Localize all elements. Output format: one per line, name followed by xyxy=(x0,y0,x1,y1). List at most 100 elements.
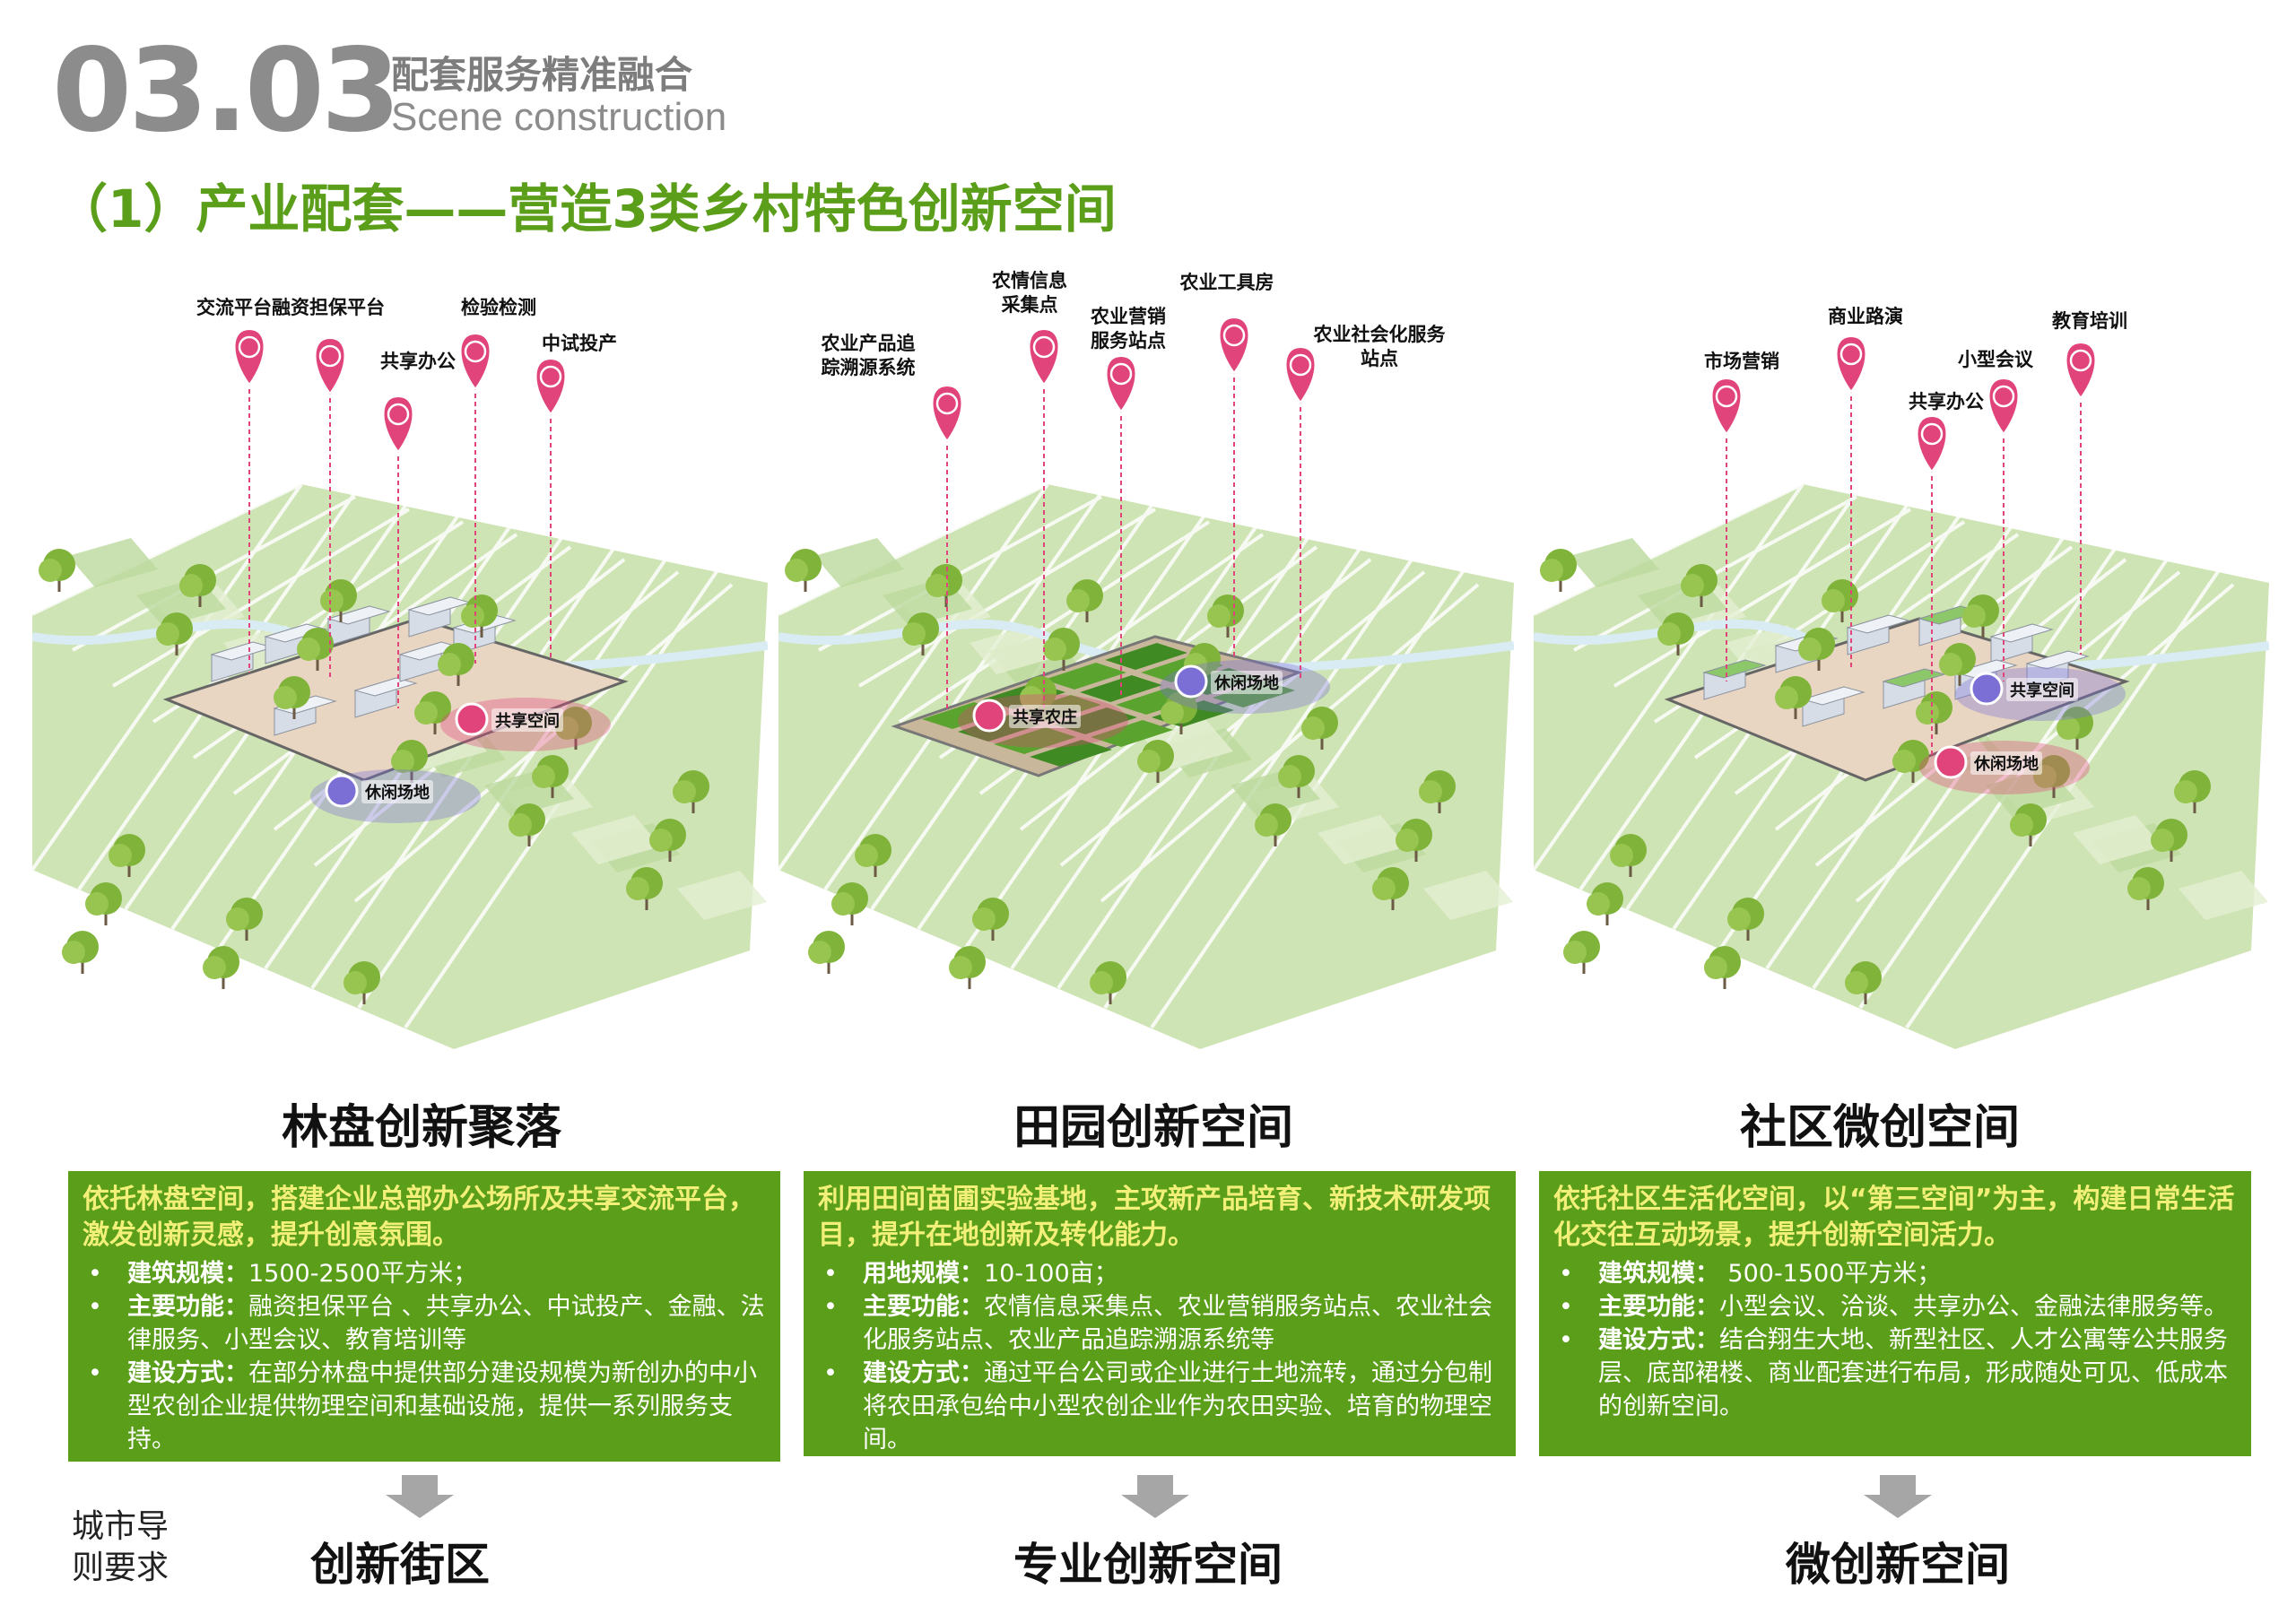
bullet-key: 建设方式 xyxy=(863,1359,960,1387)
atom-icon xyxy=(314,336,346,677)
briefcase-icon xyxy=(382,395,414,708)
description-box-linpan: 依托林盘空间，搭建企业总部办公场所及共享交流平台，激发创新灵感，提升创意氛围。 … xyxy=(68,1171,780,1462)
bullet-item: 建设方式：在部分林盘中提供部分建设规模为新创办的中小型农创企业提供物理空间和基础… xyxy=(88,1357,766,1456)
down-arrow-icon xyxy=(1864,1475,1932,1518)
bullet-text: 500-1500平方米； xyxy=(1727,1260,1942,1288)
bullet-list: 建筑规模：1500-2500平方米； 主要功能：融资担保平台 、共享办公、中试投… xyxy=(83,1257,766,1456)
space-name-shequ: 社区微创空间 xyxy=(1739,1101,2020,1155)
bullet-key: 主要功能 xyxy=(127,1293,224,1321)
people-icon xyxy=(1835,334,1867,668)
panel-linpan-illustration: 共享空间休闲场地交流平台融资担保平台共享办公检验检测中试投产 xyxy=(32,260,768,1085)
bullet-sep: ： xyxy=(960,1359,984,1387)
description-box-tianyuan: 利用田间苗圃实验基地，主攻新产品培育、新技术研发项目，提升在地创新及转化能力。 … xyxy=(804,1171,1516,1456)
bullet-list: 建筑规模： 500-1500平方米； 主要功能：小型会议、洽谈、共享办公、金融法… xyxy=(1553,1257,2237,1423)
bullet-sep: ： xyxy=(1695,1326,1719,1354)
zone-label: 休闲场地 xyxy=(361,780,433,803)
result-tianyuan: 专业创新空间 xyxy=(1013,1539,1283,1591)
pin-label: 中试投产 xyxy=(542,333,617,354)
bullet-list: 用地规模：10-100亩； 主要功能：农情信息采集点、农业营销服务站点、农业社会… xyxy=(818,1257,1501,1456)
coffee-icon xyxy=(1987,377,2020,681)
description-box-shequ: 依托社区生活化空间，以“第三空间”为主，构建日常生活化交往互动场景，提升创新空间… xyxy=(1539,1171,2251,1456)
isometric-map xyxy=(32,327,768,1049)
zone-label: 休闲场地 xyxy=(1211,671,1283,694)
atom-icon xyxy=(1284,345,1317,681)
space-name-tianyuan: 田园创新空间 xyxy=(1013,1101,1293,1155)
zone-label: 共享空间 xyxy=(2006,678,2078,701)
pin-label: 农情信息 采集点 xyxy=(992,270,1067,316)
bullet-text: 融资担保平台 、共享办公、中试投产、金融、法律服务、小型会议、教育培训等 xyxy=(127,1293,765,1354)
bullet-text: 结合翔生大地、新型社区、人才公寓等公共服务层、底部裙楼、商业配套进行布局，形成随… xyxy=(1598,1326,2228,1420)
pin-label: 商业路演 xyxy=(1828,306,1903,327)
fruit-icon xyxy=(1028,327,1060,713)
intro-text: 依托林盘空间，搭建企业总部办公场所及共享交流平台，激发创新灵感，提升创意氛围。 xyxy=(83,1184,755,1251)
bullet-item: 建筑规模： 500-1500平方米； xyxy=(1559,1257,2237,1290)
panel-shequ-illustration: 休闲场地 共享空间 市场营销 商业路演共享办公 小型会议教育培训 xyxy=(1534,260,2269,1085)
pin-label: 共享办公 xyxy=(380,351,456,372)
space-name-linpan: 林盘创新聚落 xyxy=(281,1101,561,1155)
trees xyxy=(39,549,709,1004)
down-arrow-icon xyxy=(1121,1475,1189,1518)
pin-label: 共享办公 xyxy=(1909,391,1984,412)
bullet-key: 建设方式 xyxy=(127,1359,224,1387)
briefcase-icon xyxy=(1916,414,1948,758)
wrench-icon xyxy=(1218,316,1250,659)
network-icon xyxy=(535,357,567,659)
shop-icon xyxy=(1710,377,1743,681)
pin-label: 农业社会化服务站点 xyxy=(1313,324,1446,369)
bullet-text: 在部分林盘中提供部分建设规模为新创办的中小型农创企业提供物理空间和基础设施，提供… xyxy=(127,1359,757,1454)
bullet-text: 小型会议、洽谈、共享办公、金融法律服务等。 xyxy=(1719,1293,2228,1321)
bullet-text: 10-100亩； xyxy=(984,1260,1118,1288)
panel-tianyuan-illustration: 共享农庄休闲场地农业产品追 踪溯源系统农情信息 采集点农业营销 服务站点农业工具… xyxy=(778,260,1514,1085)
bullet-key: 主要功能 xyxy=(1598,1293,1695,1321)
bullet-sep: ： xyxy=(224,1293,248,1321)
bullet-key: 建筑规模 xyxy=(127,1260,224,1288)
bullet-sep: ： xyxy=(224,1260,248,1288)
zone-label: 共享农庄 xyxy=(1009,705,1081,728)
intro-text: 利用田间苗圃实验基地，主攻新产品培育、新技术研发项目，提升在地创新及转化能力。 xyxy=(818,1184,1491,1251)
subsection-title: （1）产业配套——营造3类乡村特色创新空间 xyxy=(56,178,1117,239)
bullet-item: 主要功能：农情信息采集点、农业营销服务站点、农业社会化服务站点、农业产品追踪溯源… xyxy=(823,1290,1501,1357)
pin-label: 教育培训 xyxy=(2052,310,2127,332)
pin-label: 农业产品追 踪溯源系统 xyxy=(821,333,916,378)
bullet-text: 通过平台公司或企业进行土地流转，通过分包制将农田承包给中小型农创企业作为农田实验… xyxy=(863,1359,1492,1454)
bullet-text: 1500-2500平方米； xyxy=(248,1260,478,1288)
pin-label: 小型会议 xyxy=(1958,349,2033,370)
pin-label: 交流平台 xyxy=(196,297,272,318)
trees xyxy=(1540,549,2211,1004)
result-shequ: 微创新空间 xyxy=(1786,1539,2010,1591)
bullet-item: 主要功能：小型会议、洽谈、共享办公、金融法律服务等。 xyxy=(1559,1290,2237,1324)
bullet-item: 建筑规模：1500-2500平方米； xyxy=(88,1257,766,1290)
pin-label: 农业营销 服务站点 xyxy=(1091,306,1166,352)
trees xyxy=(785,549,1456,1004)
chat-icon xyxy=(233,327,265,673)
lab-icon xyxy=(459,332,491,664)
zone-label: 休闲场地 xyxy=(1970,751,2042,775)
book-icon xyxy=(2065,341,2097,655)
central-site xyxy=(1664,605,2130,782)
bullet-key: 主要功能 xyxy=(863,1293,960,1321)
bullet-item: 建设方式：结合翔生大地、新型社区、人才公寓等公共服务层、底部裙楼、商业配套进行布… xyxy=(1559,1324,2237,1423)
bullet-sep: ： xyxy=(224,1359,248,1387)
result-linpan: 创新街区 xyxy=(310,1539,490,1591)
bullet-text: 农情信息采集点、农业营销服务站点、农业社会化服务站点、农业产品追踪溯源系统等 xyxy=(863,1293,1492,1354)
bullet-sep: ： xyxy=(1695,1260,1728,1288)
bullet-item: 用地规模：10-100亩； xyxy=(823,1257,1501,1290)
isometric-map xyxy=(1534,334,2269,1049)
isometric-map xyxy=(778,316,1514,1049)
bullet-key: 用地规模 xyxy=(863,1260,960,1288)
bullet-sep: ： xyxy=(960,1260,984,1288)
bullet-key: 建设方式 xyxy=(1598,1326,1695,1354)
pin-label: 市场营销 xyxy=(1704,351,1779,372)
section-title-cn: 配套服务精准融合 xyxy=(391,53,693,97)
section-number: 03.03 xyxy=(52,24,401,158)
down-arrow-icon xyxy=(386,1475,454,1518)
bullet-sep: ： xyxy=(960,1293,984,1321)
guide-label: 城市导 则要求 xyxy=(72,1508,170,1586)
intro-text: 依托社区生活化空间，以“第三空间”为主，构建日常生活化交往互动场景，提升创新空间… xyxy=(1553,1184,2235,1251)
bullet-key: 建筑规模 xyxy=(1598,1260,1695,1288)
bullet-item: 建设方式：通过平台公司或企业进行土地流转，通过分包制将农田承包给中小型农创企业作… xyxy=(823,1357,1501,1456)
bullet-sep: ： xyxy=(1695,1293,1719,1321)
bullet-item: 主要功能：融资担保平台 、共享办公、中试投产、金融、法律服务、小型会议、教育培训… xyxy=(88,1290,766,1357)
pin-label: 检验检测 xyxy=(461,297,536,318)
leaf-icon xyxy=(931,384,963,708)
